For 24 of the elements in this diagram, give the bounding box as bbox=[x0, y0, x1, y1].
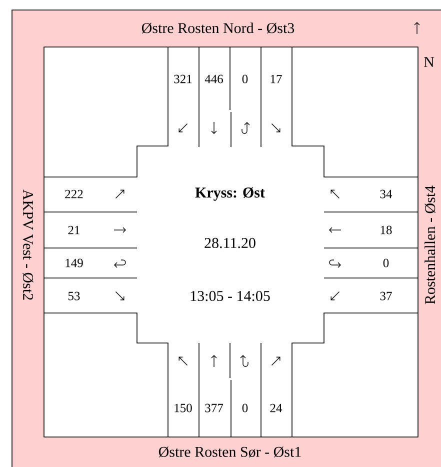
road-name: Østre Rosten Sør - Øst1 bbox=[158, 446, 301, 458]
count-value: 222 bbox=[65, 190, 83, 198]
road-name: Østre Rosten Nord - Øst3 bbox=[142, 22, 294, 34]
date-text: 28.11.20 bbox=[204, 238, 256, 248]
count-value: 18 bbox=[380, 226, 392, 234]
count-value: 21 bbox=[68, 226, 80, 234]
count-value: 446 bbox=[204, 74, 223, 84]
count-value: 37 bbox=[380, 292, 392, 300]
count-value: 24 bbox=[270, 404, 282, 412]
count-value: 34 bbox=[380, 190, 392, 198]
road-name: Rostenhallen - Øst4 bbox=[424, 186, 436, 304]
count-value: 149 bbox=[66, 258, 83, 268]
time-text: 13:05 - 14:05 bbox=[190, 290, 270, 302]
count-value: 17 bbox=[270, 74, 282, 84]
title: Kryss: Øst bbox=[195, 187, 265, 201]
north-label: N bbox=[424, 57, 434, 67]
count-value: 53 bbox=[68, 292, 80, 300]
count-value: 0 bbox=[242, 404, 248, 412]
count-value: 0 bbox=[383, 258, 389, 268]
count-value: 150 bbox=[174, 404, 192, 412]
count-value: 0 bbox=[242, 74, 248, 84]
road-name: AKPV Vest - Øst2 bbox=[22, 190, 34, 300]
count-value: 321 bbox=[174, 74, 192, 84]
count-value: 377 bbox=[205, 404, 224, 412]
